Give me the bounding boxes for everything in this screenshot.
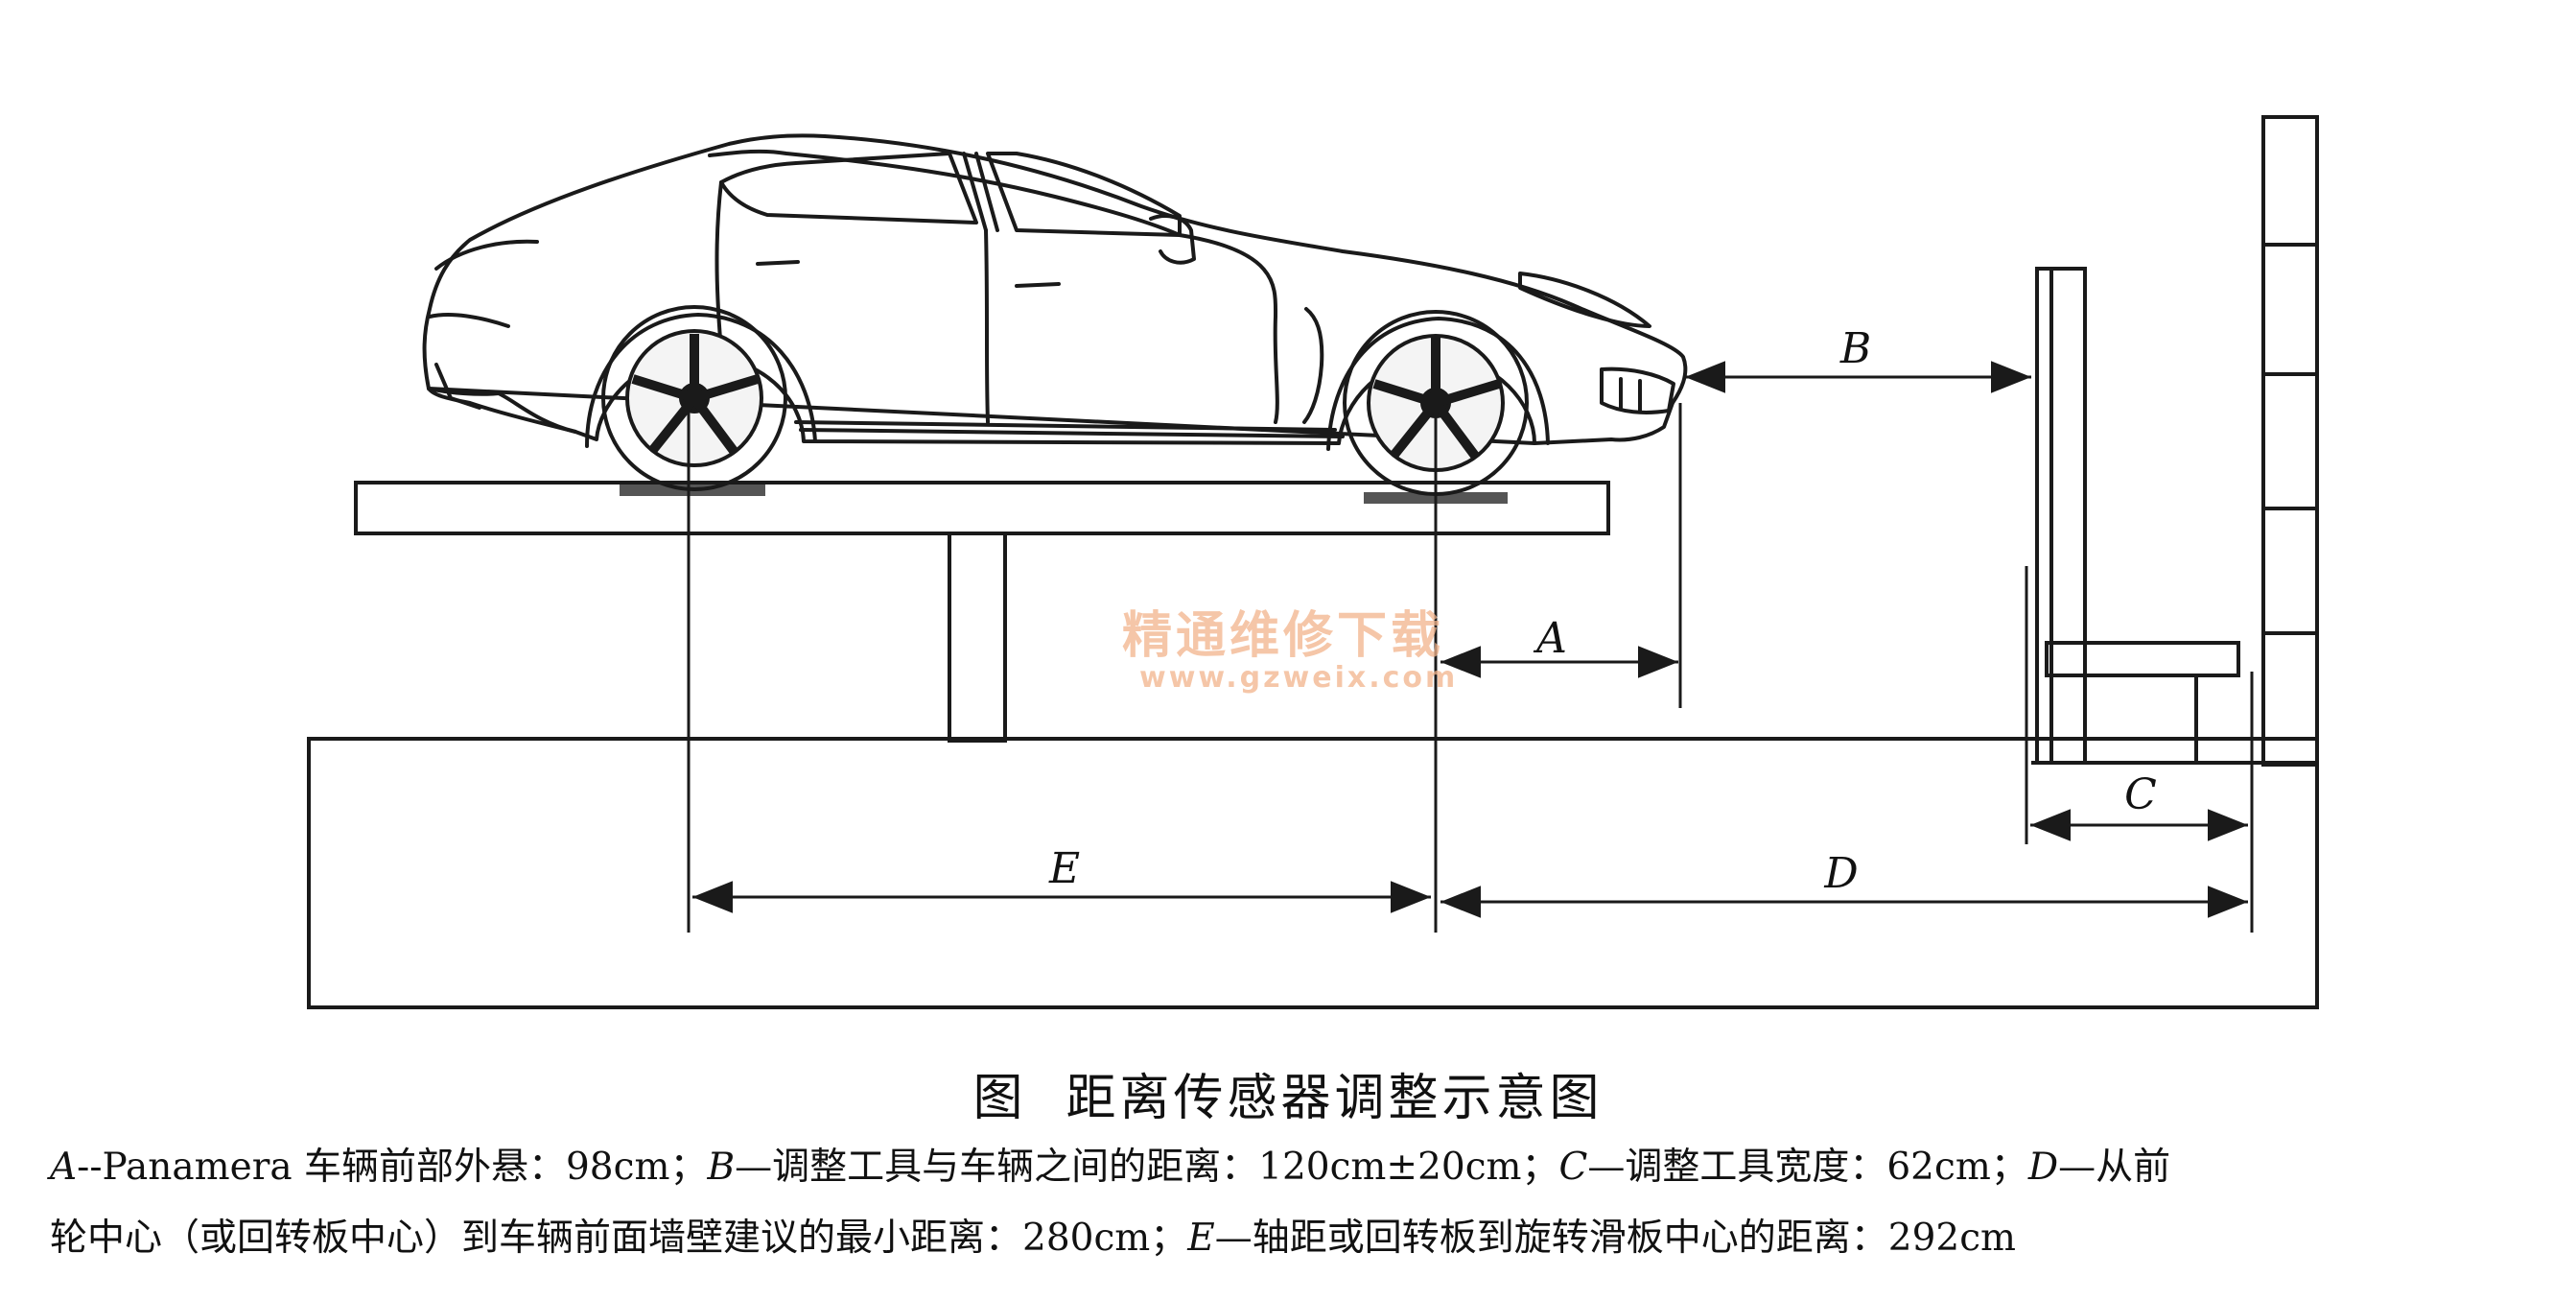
dimension-b-label: B [1839, 324, 1871, 373]
legend-key-e: E [1187, 1217, 1215, 1260]
legend-line-1: A--Panamera 车辆前部外悬：98cm；B—调整工具与车辆之间的距离：1… [50, 1132, 2543, 1203]
legend-line-2: 轮中心（或回转板中心）到车辆前面墙壁建议的最小距离：280cm；E—轴距或回转板… [50, 1203, 2543, 1274]
figure-caption: 图 距离传感器调整示意图 [0, 1057, 2576, 1129]
rear-wheel [601, 305, 787, 491]
legend-text-c: —调整工具宽度：62cm； [1587, 1146, 2028, 1189]
figure-legend: A--Panamera 车辆前部外悬：98cm；B—调整工具与车辆之间的距离：1… [50, 1132, 2543, 1274]
dimension-a-label: A [1533, 614, 1567, 663]
caption-title: 距离传感器调整示意图 [1066, 1070, 1604, 1127]
legend-text-d-start: —从前 [2058, 1146, 2171, 1189]
dimension-c-label: C [2124, 770, 2157, 819]
legend-text-e: —轴距或回转板到旋转滑板中心的距离：292cm [1214, 1217, 2017, 1260]
legend-key-a: A [50, 1146, 78, 1189]
caption-fig-label: 图 [972, 1070, 1027, 1127]
floor-base [307, 737, 2319, 1009]
legend-text-a: --Panamera 车辆前部外悬：98cm； [77, 1146, 708, 1189]
legend-text-d-end: 轮中心（或回转板中心）到车辆前面墙壁建议的最小距离：280cm； [50, 1217, 1188, 1260]
legend-text-b: —调整工具与车辆之间的距离：120cm±20cm； [735, 1146, 1559, 1189]
dimension-e-label: E [1048, 844, 1080, 893]
legend-key-d: D [2027, 1146, 2059, 1189]
extension-lines [687, 398, 2254, 933]
front-wall [2261, 115, 2319, 767]
watermark-name: 精通维修下载 [1122, 607, 1444, 665]
legend-key-c: C [1558, 1146, 1588, 1189]
adjustment-tool [2035, 267, 2240, 765]
lift-platform [354, 481, 1610, 535]
dimension-d-label: D [1823, 849, 1858, 898]
watermark-url: www.gzweix.com [1139, 661, 1458, 695]
legend-key-b: B [707, 1146, 736, 1189]
distance-sensor-adjustment-diagram: B A C E D 精通维修下载 www.gzweix.com [307, 115, 2319, 1009]
lift-column [948, 532, 1007, 743]
